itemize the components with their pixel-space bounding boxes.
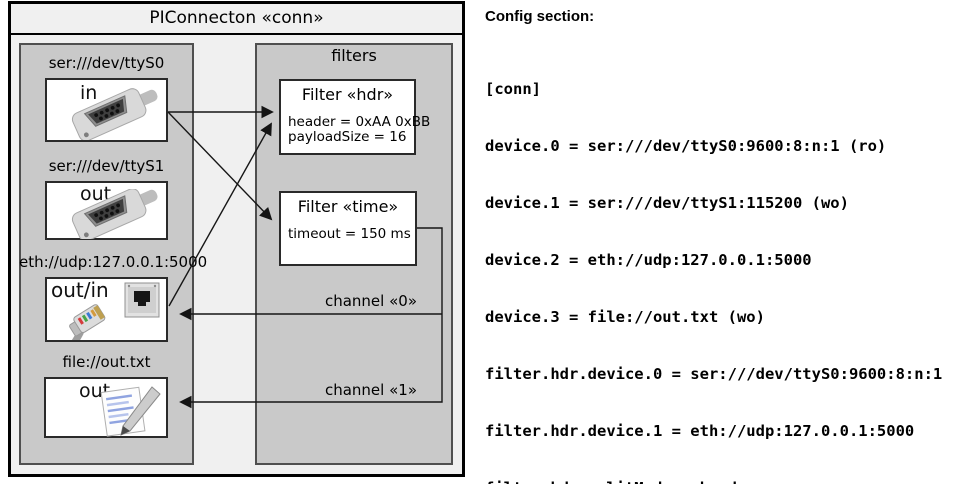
config-section: Config section: [conn] device.0 = ser://… [485, 8, 952, 484]
filters-panel-title: filters [331, 46, 377, 65]
device-box-file: out [44, 377, 168, 438]
device-mode-label: in [80, 82, 98, 104]
config-line: device.2 = eth://udp:127.0.0.1:5000 [485, 251, 812, 269]
device-uri-label: ser:///dev/ttyS1 [48, 157, 165, 175]
diagram-title: PIConnecton «conn» [149, 8, 324, 28]
ethernet-plug-icon [63, 304, 106, 340]
serial-connector-icon [71, 88, 158, 140]
title-separator [8, 33, 465, 35]
text-file-icon [100, 386, 161, 437]
config-heading: Config section: [485, 8, 595, 25]
config-line: device.3 = file://out.txt (wo) [485, 308, 765, 326]
device-box-eth: out/in [45, 277, 168, 342]
config-line: filter.hdr.device.1 = eth://udp:127.0.0.… [485, 422, 915, 440]
filter-box-hdr: Filter «hdr» header = 0xAA 0xBB payloadS… [279, 79, 430, 155]
config-line: device.1 = ser:///dev/ttyS1:115200 (wo) [485, 194, 849, 212]
device-mode-label: out/in [51, 278, 109, 302]
device-mode-label: out [80, 183, 112, 205]
config-line: [conn] [485, 80, 541, 98]
config-lines: [conn] device.0 = ser:///dev/ttyS0:9600:… [485, 42, 952, 484]
filter-title: Filter «time» [297, 197, 399, 216]
config-line: filter.hdr.device.0 = ser:///dev/ttyS0:9… [485, 365, 943, 383]
filter-property: timeout = 150 ms [288, 226, 411, 242]
filter-property: payloadSize = 16 [288, 129, 407, 145]
device-box-ttyS1: out [45, 181, 168, 240]
filter-properties: timeout = 150 ms [288, 227, 411, 242]
device-uri-label: file://out.txt [62, 353, 151, 371]
filter-box-time: Filter «time» timeout = 150 ms [279, 191, 417, 266]
device-uri-label: ser:///dev/ttyS0 [48, 54, 165, 72]
ethernet-port-icon [124, 282, 160, 318]
filter-properties: header = 0xAA 0xBB payloadSize = 16 [288, 115, 430, 145]
serial-connector-icon [71, 189, 158, 239]
config-line: filter.hdr.splitMode = header [485, 479, 952, 484]
channel-1-label: channel «1» [324, 381, 417, 399]
filter-title: Filter «hdr» [301, 85, 394, 104]
filter-property: header = 0xAA 0xBB [288, 114, 431, 130]
channel-0-label: channel «0» [324, 292, 417, 310]
config-line: device.0 = ser:///dev/ttyS0:9600:8:n:1 (… [485, 137, 887, 155]
device-box-ttyS0: in [45, 78, 168, 142]
device-uri-label: eth://udp:127.0.0.1:5000 [19, 253, 208, 271]
